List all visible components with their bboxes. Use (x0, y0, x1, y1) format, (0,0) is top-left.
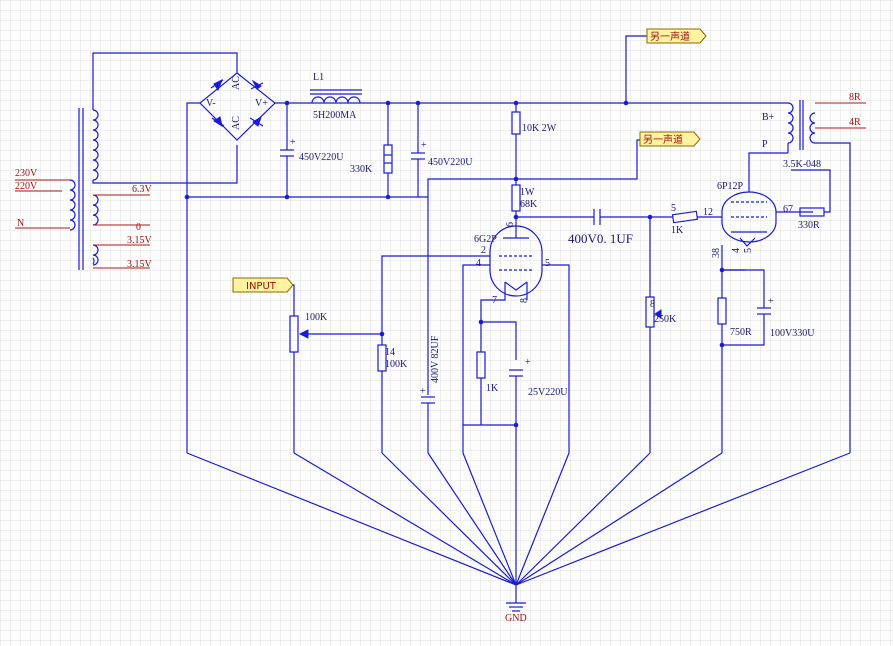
label-68k: 68K (520, 199, 538, 210)
label-8r: 8R (849, 92, 861, 103)
label-230v: 230V (15, 168, 38, 179)
label-100k-pot: 100K (305, 312, 328, 323)
label-1k-grid: 1K (671, 225, 684, 236)
label-750r: 750R (730, 327, 752, 338)
label-67: 67 (783, 204, 793, 215)
label-6g2p-pin8: 8 (519, 298, 530, 303)
label-c2: 450V220U (428, 157, 473, 168)
port-other-channel-1-label: 另一声道 (650, 30, 690, 43)
label-coupling-cap: 400V0. 1UF (568, 231, 633, 246)
label-3-15v-b: 3.15V (127, 259, 153, 270)
label-330k: 330K (350, 164, 373, 175)
label-gnd: GND (505, 613, 527, 624)
cap-plus-25: + (525, 357, 531, 368)
label-250k: 250K (654, 314, 677, 325)
label-l1: L1 (313, 72, 324, 83)
star-ground (186, 425, 851, 612)
output-transformer (787, 100, 816, 150)
label-6g2p-pin5: 5 (545, 258, 550, 269)
input-port-label: INPUT (246, 281, 277, 292)
cap-plus-1: + (290, 137, 296, 148)
label-25v220u: 25V220U (528, 387, 568, 398)
power-transformer (69, 108, 99, 270)
label-10k-2w: 10K 2W (522, 123, 557, 134)
port-other-channel-1: 另一声道 (646, 28, 707, 44)
cap-plus-82: + (420, 386, 426, 397)
choke-l1 (310, 89, 362, 104)
label-14: 14 (385, 347, 395, 358)
label-5h200ma: 5H200MA (313, 110, 357, 121)
label-1k-cathode: 1K (486, 383, 499, 394)
label-38: 38 (711, 248, 722, 258)
label-6p12p-pin4: 4 (731, 248, 742, 253)
label-0: 0 (136, 222, 141, 233)
cap-plus-100: + (768, 296, 774, 307)
label-3-5k-048: 3.5K-048 (783, 159, 821, 170)
label-250k-pin: 8 (650, 299, 655, 310)
label-6g2p-pin2: 2 (481, 245, 486, 256)
port-other-channel-2: 另一声道 (639, 131, 701, 147)
label-100k: 100K (385, 359, 408, 370)
label-n: N (17, 218, 24, 229)
label-6-3v: 6.3V (132, 184, 153, 195)
cap-plus-2: + (421, 140, 427, 151)
label-220v: 220V (15, 181, 38, 192)
label-5: 5 (671, 203, 676, 214)
label-100v330u: 100V330U (770, 328, 815, 339)
port-other-channel-2-label: 另一声道 (643, 133, 683, 146)
label-3-15v-a: 3.15V (127, 235, 153, 246)
bridge-rectifier (199, 72, 276, 141)
input-port: INPUT (232, 277, 294, 293)
label-330r: 330R (798, 220, 820, 231)
label-b-plus: B+ (762, 112, 775, 123)
label-c1: 450V220U (299, 152, 344, 163)
label-12: 12 (703, 207, 713, 218)
tube-6p12p (721, 191, 777, 247)
label-v-minus: V- (206, 98, 216, 109)
label-6g2p: 6G2P (474, 234, 497, 245)
label-6p12p: 6P12P (717, 181, 744, 192)
label-6g2p-pin4: 4 (476, 258, 481, 269)
tube-6g2p (489, 225, 543, 297)
label-ac-top: AC (231, 76, 242, 90)
label-ac-bottom: AC (231, 116, 242, 130)
label-v-plus: V+ (255, 98, 268, 109)
label-6g2p-pin6: 6 (505, 222, 516, 227)
label-p: P (762, 139, 768, 150)
label-6p12p-pin5: 5 (743, 248, 754, 253)
label-1w: 1W (520, 187, 535, 198)
label-400v-82uf: 400V 82UF (430, 335, 441, 383)
label-4r: 4R (849, 117, 861, 128)
